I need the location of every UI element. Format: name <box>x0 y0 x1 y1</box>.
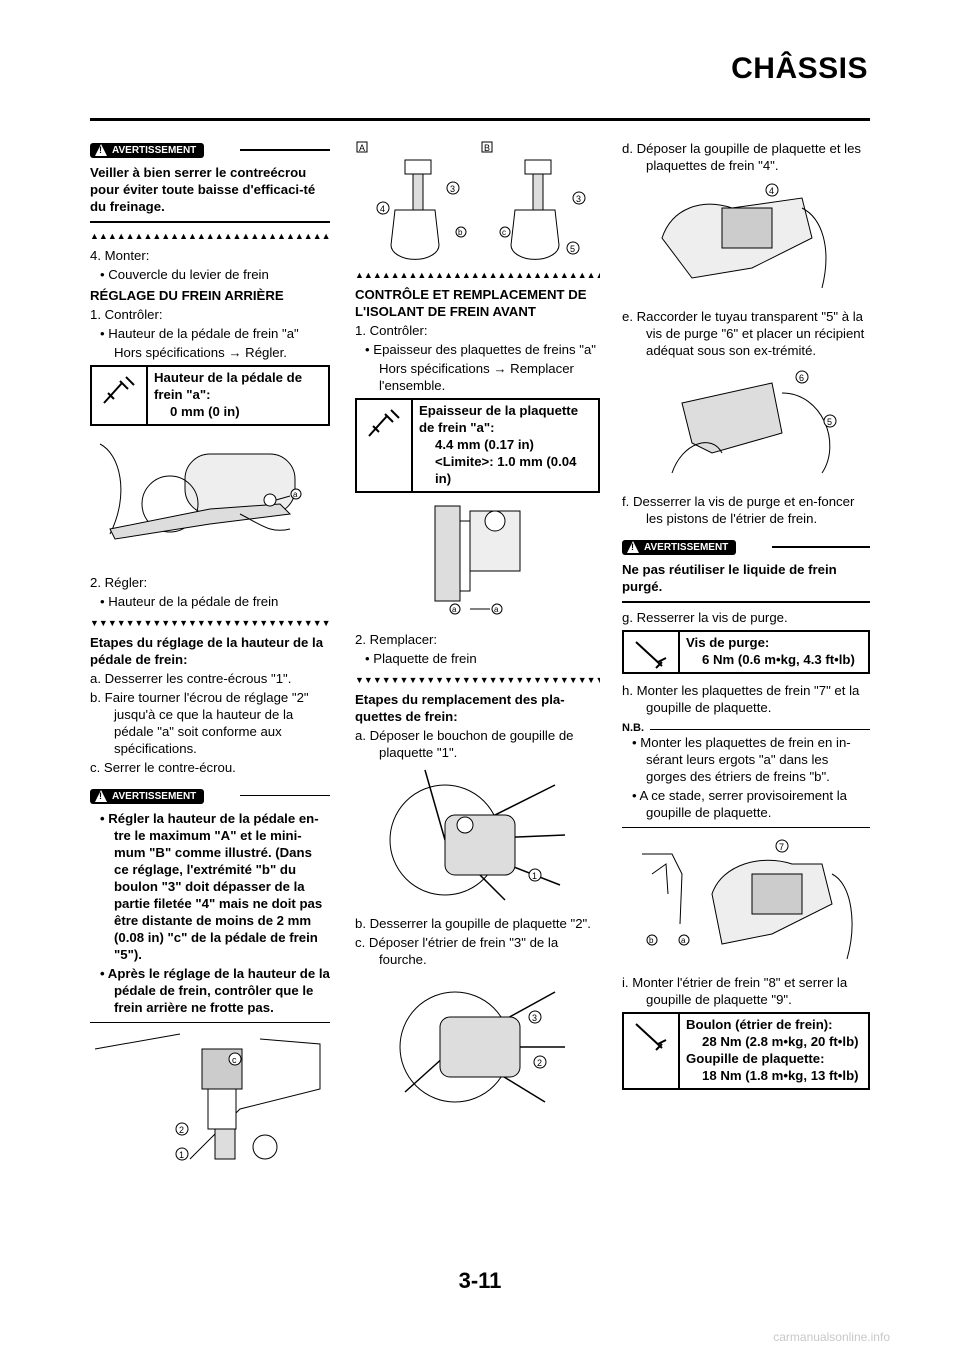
procedure-step: c. Serrer le contre-écrou. <box>90 759 236 775</box>
warning-badge: AVERTISSEMENT <box>90 143 205 158</box>
svg-text:3: 3 <box>576 194 581 204</box>
procedure-step: g. Resserrer la vis de purge. <box>622 609 788 625</box>
spec-box: Epaisseur de la plaquette de frein "a": … <box>355 398 600 493</box>
spec-box: Hauteur de la pédale de frein "a": 0 mm … <box>90 364 330 426</box>
svg-text:A: A <box>359 143 365 153</box>
svg-text:5: 5 <box>827 417 832 427</box>
step-note: Hors spécifications → Remplacer l'ensemb… <box>379 361 574 393</box>
step-item: • Hauteur de la pédale de frein <box>100 593 279 609</box>
warning-icon <box>627 541 639 553</box>
pad-removal-figure: 4 <box>661 183 827 289</box>
warning-text: Ne pas réutiliser le liquide de frein pu… <box>622 562 837 594</box>
torque-wrench-icon <box>624 631 680 672</box>
column-1: AVERTISSEMENT Veiller à bien serrer le c… <box>90 140 330 1189</box>
step-text: 1. Contrôler: <box>90 306 163 322</box>
column-3: d. Déposer la goupille de plaquette et l… <box>622 140 870 1098</box>
triangle-divider: ▼▼▼▼▼▼▼▼▼▼▼▼▼▼▼▼▼▼▼▼▼▼▼▼▼▼▼▼▼ <box>90 617 330 628</box>
warning-header: AVERTISSEMENT <box>622 537 870 555</box>
bleed-screw-figure: 6 5 <box>671 370 837 474</box>
svg-text:1: 1 <box>179 1150 184 1160</box>
procedure-title: Etapes du réglage de la hauteur de la pé… <box>90 634 324 667</box>
column-2: A B 3 4 b 3 c 5 ▲▲▲▲▲▲▲▲▲▲▲▲▲▲▲▲▲▲▲▲▲▲▲▲… <box>355 140 600 1122</box>
svg-text:2: 2 <box>179 1125 184 1135</box>
procedure-title: Etapes du remplacement des pla-quettes d… <box>355 692 565 724</box>
procedure-step: h. Monter les plaquettes de frein "7" et… <box>622 682 860 715</box>
triangle-divider: ▼▼▼▼▼▼▼▼▼▼▼▼▼▼▼▼▼▼▼▼▼▼▼▼▼▼▼▼▼ <box>355 675 600 685</box>
warning-bullet: • Après le réglage de la hauteur de la p… <box>100 965 330 1015</box>
procedure-step: e. Raccorder le tuyau transparent "5" à … <box>622 309 865 358</box>
pad-install-figure: b a 7 <box>642 839 853 960</box>
header-rule <box>90 118 870 121</box>
step-text: 2. Remplacer: <box>355 632 438 647</box>
triangle-divider: ▲▲▲▲▲▲▲▲▲▲▲▲▲▲▲▲▲▲▲▲▲▲▲▲▲▲▲▲▲ <box>90 230 330 241</box>
step-text: 1. Contrôler: <box>355 323 428 338</box>
nb-bullet: • Monter les plaquettes de frein en in-s… <box>632 734 851 784</box>
procedure-step: i. Monter l'étrier de frein "8" et serre… <box>622 975 848 1007</box>
step-note: Hors spécifications → Régler. <box>114 344 287 360</box>
svg-text:6: 6 <box>799 373 804 383</box>
procedure-step: a. Desserrer les contre-écrous "1". <box>90 670 292 686</box>
bolt-ab-figure: A B 3 4 b 3 c 5 <box>356 141 586 260</box>
warning-bullet: • Régler la hauteur de la pédale en-tre … <box>100 810 323 962</box>
svg-text:2: 2 <box>537 1058 542 1068</box>
wrench-icon <box>92 366 148 424</box>
svg-text:c: c <box>232 1055 237 1065</box>
svg-text:4: 4 <box>380 204 385 214</box>
section-title: CONTRÔLE ET REMPLACEMENT DE L'ISOLANT DE… <box>355 287 587 319</box>
svg-text:B: B <box>484 143 490 153</box>
warning-badge: AVERTISSEMENT <box>90 788 205 804</box>
procedure-step: b. Faire tourner l'écrou de réglage "2" … <box>90 689 309 756</box>
step-text: 2. Régler: <box>90 574 148 590</box>
procedure-step: c. Déposer l'étrier de frein "3" de la f… <box>355 935 559 967</box>
caliper-remove-figure: 3 2 <box>399 991 565 1103</box>
torque-wrench-icon <box>624 1014 680 1088</box>
step-item: • Hauteur de la pédale de frein "a" <box>100 325 299 341</box>
nb-bullet: • A ce stade, serrer provisoirement la g… <box>632 787 847 820</box>
procedure-step: d. Déposer la goupille de plaquette et l… <box>622 141 862 173</box>
nb-header: N.B. <box>622 722 870 734</box>
svg-text:7: 7 <box>779 842 784 852</box>
step-item: • Couvercle du levier de frein <box>100 266 269 282</box>
triangle-divider: ▲▲▲▲▲▲▲▲▲▲▲▲▲▲▲▲▲▲▲▲▲▲▲▲▲▲▲▲▲ <box>355 270 600 280</box>
svg-text:1: 1 <box>532 871 537 881</box>
step-item: • Epaisseur des plaquettes de freins "a" <box>365 342 596 357</box>
warning-header: AVERTISSEMENT <box>90 140 330 158</box>
svg-text:a: a <box>681 936 686 945</box>
svg-text:3: 3 <box>532 1013 537 1023</box>
page-number: 3-11 <box>458 1268 502 1293</box>
svg-text:a: a <box>494 605 499 614</box>
adjuster-figure: c 2 1 <box>94 1033 321 1161</box>
warning-icon <box>95 789 107 802</box>
step-item: • Plaquette de frein <box>365 651 477 666</box>
caliper-pin-figure: 1 <box>389 769 566 901</box>
procedure-step: f. Desserrer la vis de purge et en-fonce… <box>622 494 855 526</box>
svg-text:a: a <box>452 605 457 614</box>
warning-icon <box>95 144 107 156</box>
warning-badge: AVERTISSEMENT <box>622 540 737 555</box>
caliper-icon <box>357 400 413 491</box>
brake-pad-figure: a a <box>434 505 521 615</box>
watermark: carmanualsonline.info <box>773 1330 890 1344</box>
procedure-step: a. Déposer le bouchon de goupille de pla… <box>355 728 574 760</box>
section-title: RÉGLAGE DU FREIN ARRIÈRE <box>90 287 284 303</box>
procedure-step: b. Desserrer la goupille de plaquette "2… <box>355 916 591 931</box>
spec-box: Vis de purge: 6 Nm (0.6 m•kg, 4.3 ft•lb) <box>622 629 870 674</box>
svg-text:b: b <box>458 228 463 237</box>
spec-box: Boulon (étrier de frein): 28 Nm (2.8 m•k… <box>622 1012 870 1090</box>
page-title: CHÂSSIS <box>731 52 868 85</box>
svg-text:3: 3 <box>450 184 455 194</box>
warning-header: AVERTISSEMENT <box>90 786 330 804</box>
svg-text:4: 4 <box>769 186 774 196</box>
svg-text:5: 5 <box>570 244 575 254</box>
svg-text:b: b <box>649 936 654 945</box>
brake-pedal-figure: a <box>99 443 302 540</box>
figure-label: a <box>293 490 298 499</box>
step-text: 4. Monter: <box>90 247 150 263</box>
warning-text: Veiller à bien serrer le contreécrou pou… <box>90 165 316 214</box>
svg-text:c: c <box>502 228 506 237</box>
